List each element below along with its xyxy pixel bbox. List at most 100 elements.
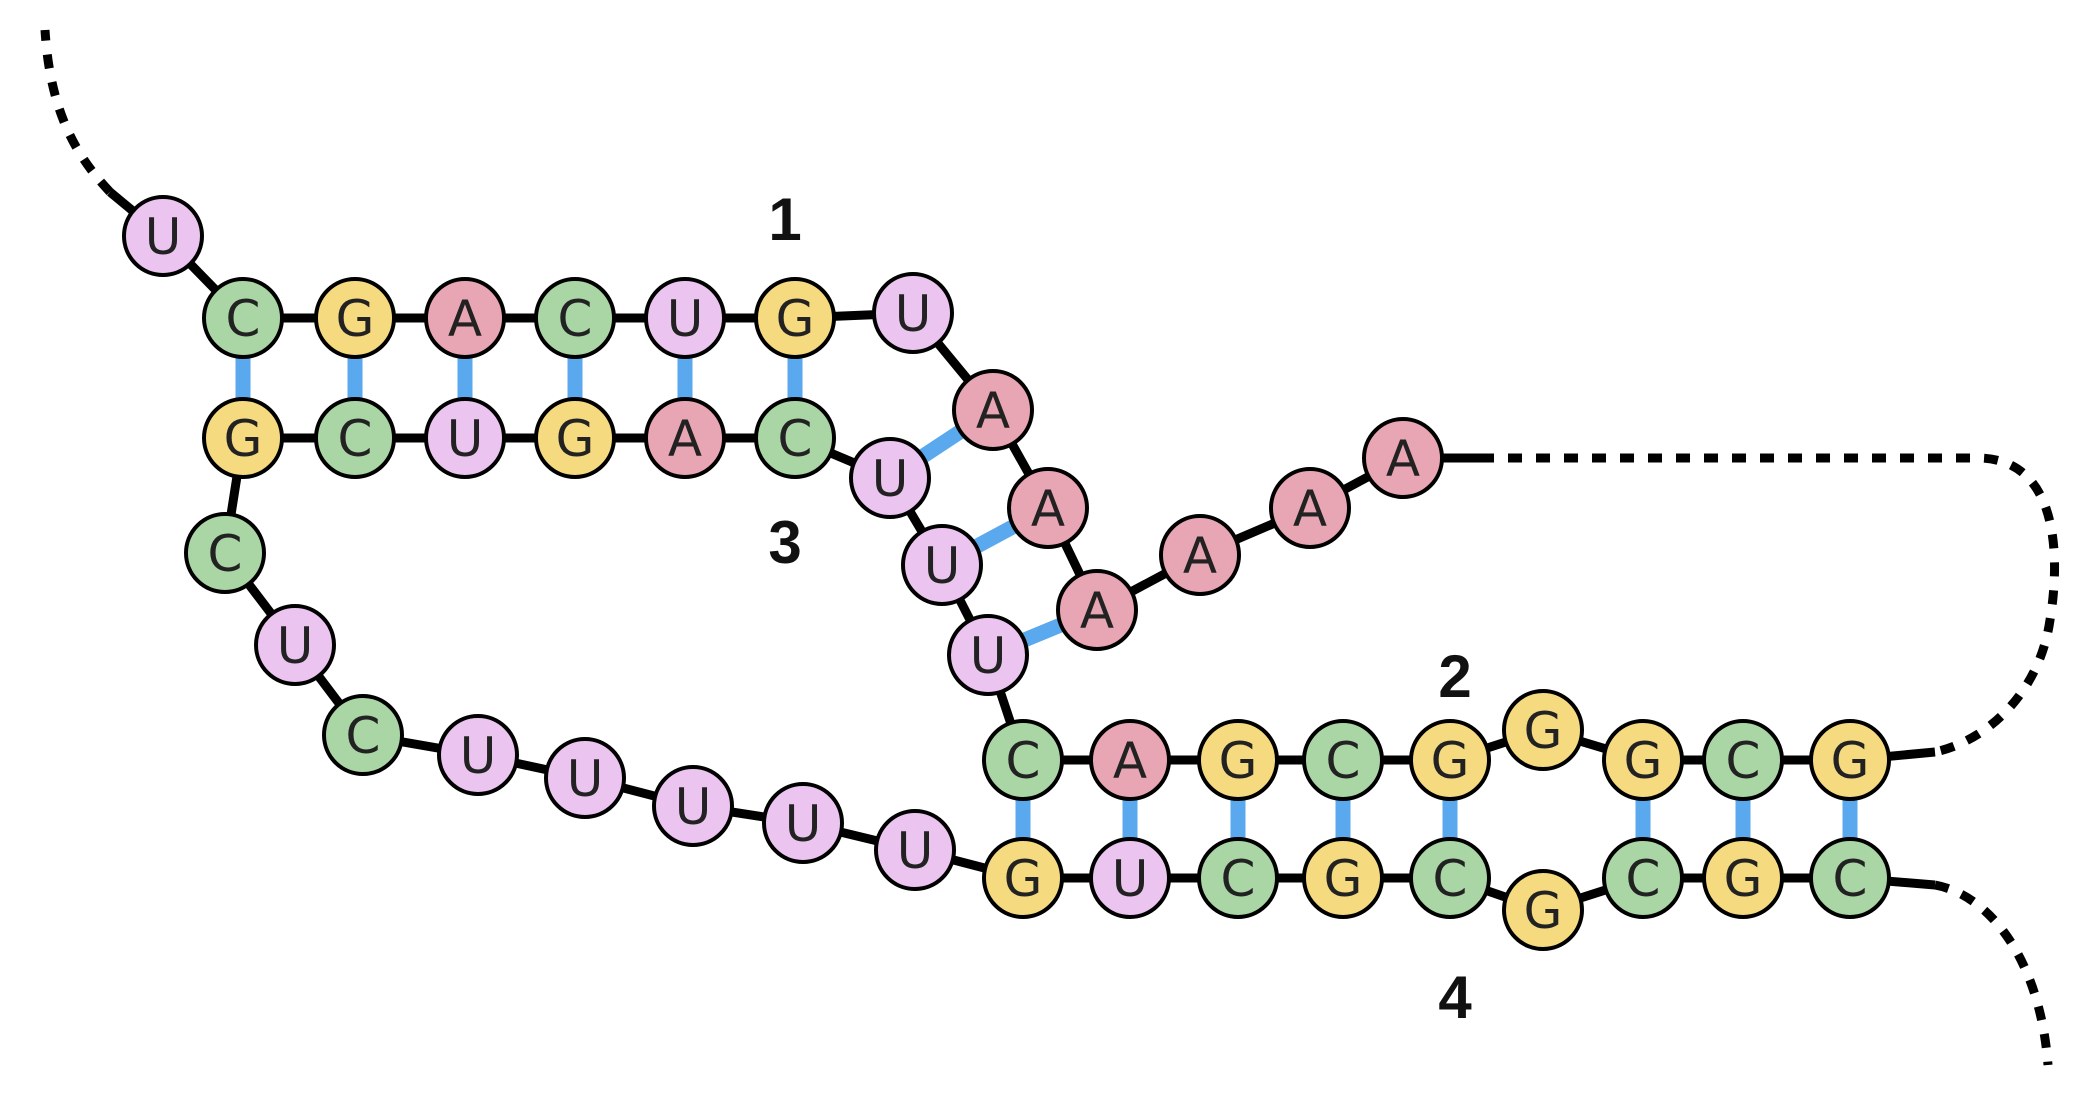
nucleotide-letter: U [667, 290, 704, 348]
nucleotide-letter: C [1326, 732, 1361, 790]
nucleotide-letter: G [1324, 850, 1363, 908]
nucleotide-letter: A [1293, 480, 1327, 538]
nucleotide-letter: U [924, 537, 961, 595]
nucleotide-letter: G [336, 290, 375, 348]
nucleotide-u: U [122, 195, 204, 277]
nucleotide-letter: A [1183, 527, 1217, 585]
nucleotide-circle [202, 397, 284, 479]
nucleotide-circle [1302, 837, 1384, 919]
nucleotide-circle [952, 369, 1034, 451]
dashed-continuation [1480, 453, 2060, 757]
nucleotide-letter: G [1624, 732, 1663, 790]
nucleotide-g: G [202, 397, 284, 479]
nucleotide-letter: A [976, 382, 1010, 440]
nucleotide-circle [982, 837, 1064, 919]
dashed-continuation [1934, 880, 2053, 1066]
region-label-4: 4 [1438, 964, 1472, 1031]
nucleotide-circle [437, 714, 519, 796]
nucleotide-circle [644, 277, 726, 359]
nucleotide-letter: G [1431, 732, 1470, 790]
nucleotide-letter: A [1113, 732, 1147, 790]
nucleotide-c: C [202, 277, 284, 359]
nucleotide-circle [314, 397, 396, 479]
nucleotide-letter: U [970, 627, 1007, 685]
nucleotide-u: U [872, 272, 954, 354]
nucleotide-letter: C [1626, 850, 1661, 908]
nucleotide-circle [1362, 417, 1444, 499]
nucleotide-circle [874, 809, 956, 891]
nucleotide-circle [1302, 719, 1384, 801]
nucleotide-circle [1602, 837, 1684, 919]
nucleotide-g: G [1602, 719, 1684, 801]
nucleotide-circle [1007, 467, 1089, 549]
nucleotide-g: G [1409, 719, 1491, 801]
dashed-continuation [40, 29, 114, 196]
nucleotide-circle [1702, 837, 1784, 919]
nucleotide-letter: U [872, 450, 909, 508]
nucleotide-circle [424, 277, 506, 359]
nucleotide-letter: G [224, 410, 263, 468]
nucleotide-c: C [754, 397, 836, 479]
nucleotide-g: G [1302, 837, 1384, 919]
nucleotide-c: C [322, 694, 404, 776]
nucleotide-u: U [874, 809, 956, 891]
nucleotide-c: C [982, 719, 1064, 801]
nucleotide-letter: C [558, 290, 593, 348]
nucleotide-circle [644, 397, 726, 479]
nucleotide-circle [1502, 869, 1584, 951]
nucleotide-circle [901, 524, 983, 606]
nucleotide-a: A [424, 277, 506, 359]
nucleotide-a: A [952, 369, 1034, 451]
nucleotide-letter: U [277, 617, 314, 675]
nucleotide-a: A [644, 397, 726, 479]
nucleotide-letter: A [668, 410, 702, 468]
nucleotide-circle [254, 604, 336, 686]
nucleotide-letter: A [448, 290, 482, 348]
nucleotide-u: U [849, 437, 931, 519]
nucleotide-c: C [314, 397, 396, 479]
nucleotide-circle [849, 437, 931, 519]
nucleotide-u: U [424, 397, 506, 479]
nucleotide-c: C [1302, 719, 1384, 801]
nucleotide-letter: G [1004, 850, 1043, 908]
nucleotide-letter: C [1833, 850, 1868, 908]
nucleotide-letter: C [1726, 732, 1761, 790]
nucleotide-u: U [901, 524, 983, 606]
nucleotide-circle [1056, 569, 1138, 651]
nucleotide-letter: G [1219, 732, 1258, 790]
nucleotide-circle [1602, 719, 1684, 801]
nucleotide-circle [1809, 837, 1891, 919]
nucleotide-letter: G [556, 410, 595, 468]
nucleotide-circle [754, 277, 836, 359]
nucleotide-letter: G [1831, 732, 1870, 790]
nucleotide-circle [754, 397, 836, 479]
nucleotide-letter: C [338, 410, 373, 468]
nucleotide-letter: A [1031, 480, 1065, 538]
nucleotide-circle [1409, 719, 1491, 801]
nucleotide-circle [1197, 837, 1279, 919]
nucleotide-circle [1702, 719, 1784, 801]
nucleotide-g: G [1809, 719, 1891, 801]
nucleotide-u: U [644, 277, 726, 359]
nucleotide-letter: C [1221, 850, 1256, 908]
nucleotide-c: C [1409, 837, 1491, 919]
nucleotide-letter: U [897, 822, 934, 880]
nucleotide-letter: C [226, 290, 261, 348]
nucleotide-circle [947, 614, 1029, 696]
nucleotide-c: C [1197, 837, 1279, 919]
nucleotide-circle [762, 782, 844, 864]
nucleotide-a: A [1007, 467, 1089, 549]
nucleotide-letter: A [1386, 430, 1420, 488]
nucleotide-circle [1197, 719, 1279, 801]
nucleotide-letter: G [776, 290, 815, 348]
region-label-2: 2 [1438, 643, 1471, 710]
nucleotide-letter: U [145, 208, 182, 266]
nucleotide-circle [1089, 837, 1171, 919]
nucleotide-c: C [534, 277, 616, 359]
nucleotide-circle [1809, 719, 1891, 801]
nucleotide-letter: U [785, 795, 822, 853]
nucleotide-circle [872, 272, 954, 354]
nucleotide-u: U [437, 714, 519, 796]
